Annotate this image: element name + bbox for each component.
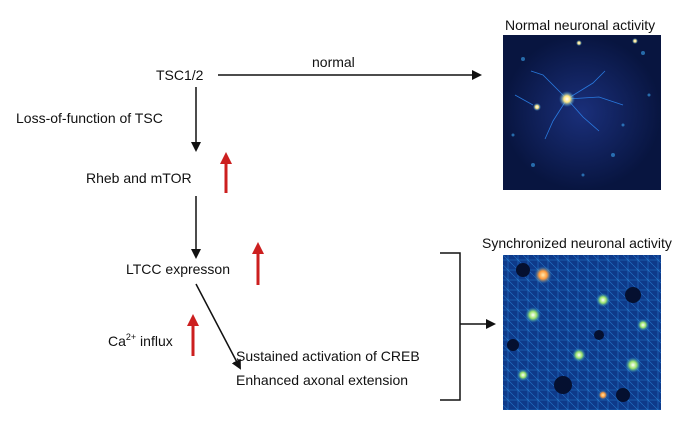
node-ltcc: LTCC expresson bbox=[126, 261, 231, 277]
node-axonal-extension: Enhanced axonal extension bbox=[236, 372, 409, 388]
node-ca-influx: Ca2+ influx bbox=[108, 332, 173, 350]
ca-tail: influx bbox=[136, 333, 173, 349]
node-loss-of-function: Loss-of-function of TSC bbox=[16, 110, 163, 126]
node-rheb-mtor: Rheb and mTOR bbox=[86, 170, 192, 186]
ca-superscript: 2+ bbox=[125, 332, 137, 342]
arrow-ltcc-to-creb bbox=[195, 283, 241, 370]
node-tsc: TSC1/2 bbox=[156, 67, 204, 83]
panel-title-synchronized: Synchronized neuronal activity bbox=[482, 235, 672, 251]
edge-label-normal: normal bbox=[312, 54, 355, 70]
ca-base: Ca bbox=[108, 333, 126, 349]
node-creb: Sustained activation of CREB bbox=[236, 348, 420, 364]
panel-title-normal: Normal neuronal activity bbox=[505, 17, 656, 33]
bracket bbox=[440, 252, 461, 401]
synchronized-activity-image bbox=[503, 255, 661, 410]
normal-activity-image bbox=[503, 35, 661, 190]
